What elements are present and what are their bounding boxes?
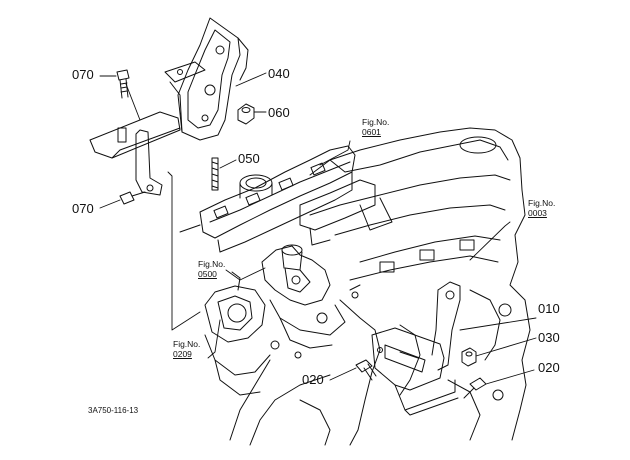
fig-ref-number: 0003 bbox=[528, 207, 547, 218]
drawing-code: 3A750-116-13 bbox=[88, 406, 139, 415]
bolt-020-right bbox=[463, 377, 487, 399]
nut-030 bbox=[461, 347, 477, 367]
fig-ref-label: Fig.No. bbox=[528, 198, 556, 208]
part-label-020-left: 020 bbox=[302, 372, 324, 387]
side-bracket bbox=[89, 111, 181, 196]
bolt-070-bottom bbox=[119, 191, 146, 205]
fig-ref-number: 0601 bbox=[362, 126, 381, 137]
manifold-assembly bbox=[179, 145, 393, 253]
fig-ref-label: Fig.No. bbox=[173, 339, 201, 349]
part-label-050: 050 bbox=[238, 151, 260, 166]
part-label-030: 030 bbox=[538, 330, 560, 345]
bolt-020-left bbox=[355, 359, 377, 381]
part-label-070-top: 070 bbox=[72, 67, 94, 82]
leader-lines bbox=[99, 72, 537, 385]
fig-ref-label: Fig.No. bbox=[362, 117, 390, 127]
stud-050 bbox=[211, 157, 219, 191]
bracket-010 bbox=[371, 281, 461, 416]
part-label-010: 010 bbox=[538, 301, 560, 316]
fig-ref-0500: Fig.No. 0500 bbox=[198, 259, 226, 280]
part-label-020-right: 020 bbox=[538, 360, 560, 375]
engine-block bbox=[229, 127, 531, 446]
part-label-040: 040 bbox=[268, 66, 290, 81]
bolt-070-top bbox=[116, 69, 130, 99]
bracket-040 bbox=[164, 17, 249, 141]
part-label-060: 060 bbox=[268, 105, 290, 120]
pump-housing bbox=[261, 244, 361, 349]
fig-ref-0601: Fig.No. 0601 bbox=[362, 117, 390, 138]
part-label-070-bottom: 070 bbox=[72, 201, 94, 216]
fig-ref-0209: Fig.No. 0209 bbox=[173, 339, 201, 360]
fig-ref-label: Fig.No. bbox=[198, 259, 226, 269]
fig-ref-0003: Fig.No. 0003 bbox=[528, 198, 556, 219]
water-pump bbox=[204, 271, 302, 396]
nut-060 bbox=[237, 103, 255, 125]
fig-ref-number: 0500 bbox=[198, 268, 217, 279]
fig-ref-number: 0209 bbox=[173, 348, 192, 359]
